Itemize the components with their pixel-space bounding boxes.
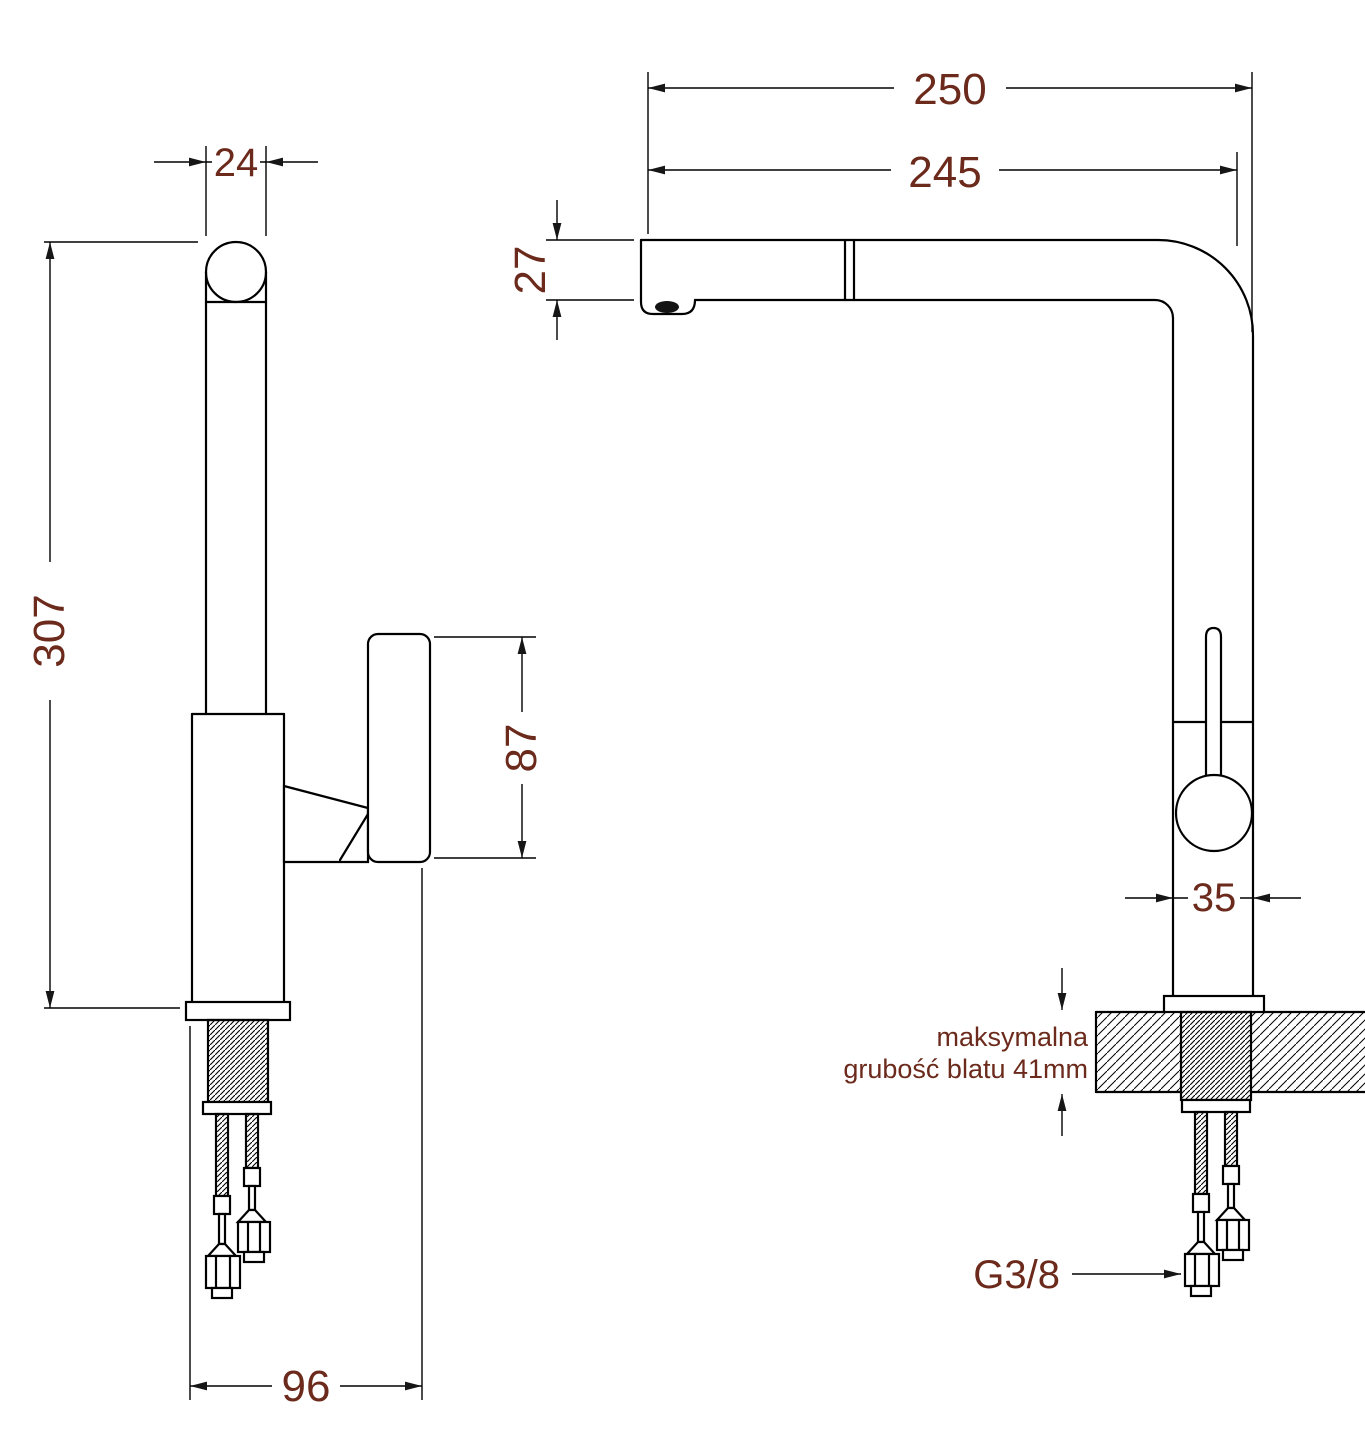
front-view: 250 245 27 35 maksymalna grubość bl	[506, 62, 1365, 1298]
thread-size-label: G3/8	[973, 1253, 1060, 1297]
dim-96: 96	[189, 868, 423, 1411]
dim-35-label: 35	[1192, 876, 1237, 920]
side-view: 307 24 87 96	[25, 140, 546, 1411]
dim-87: 87	[434, 636, 546, 859]
spout-inner-outline	[693, 298, 1175, 998]
dim-96-label: 96	[282, 1362, 331, 1411]
dim-24-label: 24	[214, 141, 259, 185]
handle-pivot-circle	[1174, 773, 1254, 853]
dim-27: 27	[506, 200, 634, 340]
thread-size-callout: G3/8	[973, 1253, 1181, 1297]
countertop-section	[1094, 1010, 1365, 1094]
dim-245: 245	[648, 146, 1238, 246]
spout-tip	[639, 238, 697, 316]
handle-cone	[282, 784, 370, 864]
handle-lever-rod	[1204, 626, 1223, 780]
dim-245-label: 245	[908, 148, 981, 197]
mounting-hardware-left	[201, 1100, 273, 1300]
dim-35: 35	[1125, 874, 1301, 920]
countertop-hatch-right	[1251, 1013, 1365, 1091]
dim-307: 307	[25, 241, 198, 1009]
note-line1: maksymalna	[936, 1022, 1089, 1052]
dim-250: 250	[647, 62, 1253, 332]
note-line2: grubość blatu 41mm	[843, 1054, 1088, 1084]
base-plate	[1162, 994, 1266, 1014]
side-view-faucet-body	[184, 240, 432, 1104]
spout-outer-outline	[639, 238, 1255, 998]
dim-87-label: 87	[497, 724, 546, 773]
dim-27-label: 27	[506, 246, 555, 295]
base-plate	[184, 1000, 292, 1022]
countertop-hatch-left	[1097, 1013, 1181, 1091]
front-view-faucet-body	[639, 238, 1266, 1014]
aerator-outlet	[655, 301, 679, 313]
threaded-shank	[1179, 1010, 1253, 1102]
dim-24: 24	[154, 140, 318, 236]
threaded-shank	[206, 1018, 270, 1104]
spout-cap-circle	[204, 240, 268, 304]
mounting-hardware-right	[1180, 1098, 1252, 1298]
handle-lever-side	[366, 632, 432, 864]
threaded-shank-front	[1179, 1010, 1253, 1102]
dim-307-label: 307	[25, 594, 74, 667]
countertop-thickness-note: maksymalna grubość blatu 41mm	[843, 968, 1089, 1136]
dim-250-label: 250	[913, 65, 986, 114]
